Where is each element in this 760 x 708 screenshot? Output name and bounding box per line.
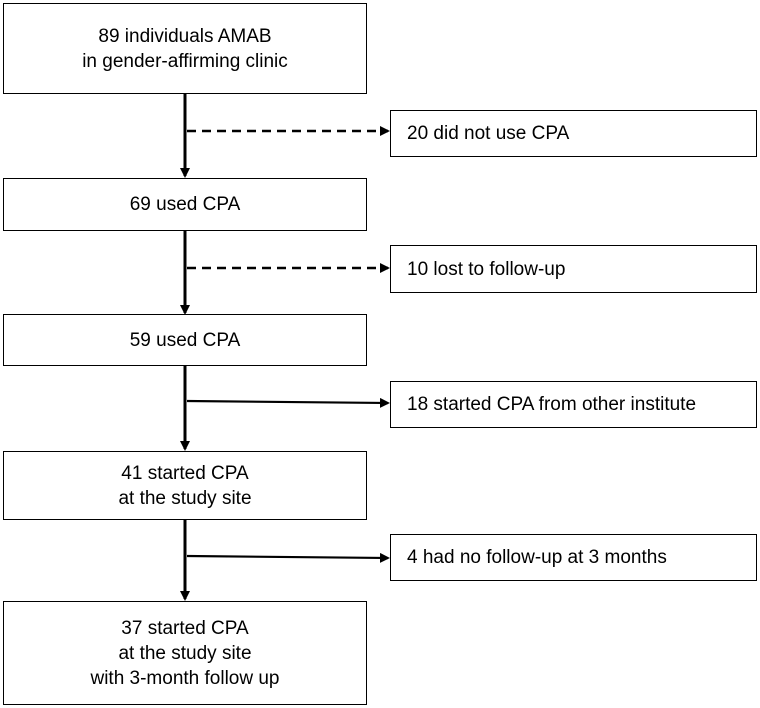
box-used-cpa-59: 59 used CPA [3,314,367,366]
box-final-cohort-line-1: 37 started CPA [121,617,249,639]
box-used-cpa-69-line-1: 69 used CPA [129,194,241,215]
box-final-cohort: 37 started CPA at the study site with 3-… [3,601,367,705]
box-final-cohort-line-3: with 3-month follow up [90,667,280,689]
exclusion-box-lost-follow-up: 10 lost to follow-up [390,245,757,293]
exclusion-box-no-3-month-text: 4 had no follow-up at 3 months [407,547,667,568]
box-final-cohort-line-2: at the study site [118,642,252,664]
exclusion-box-lost-follow-up-text: 10 lost to follow-up [407,258,566,280]
exclusion-box-no-3-month: 4 had no follow-up at 3 months [390,534,757,581]
box-enrolled-line-1: 89 individuals AMAB [98,25,272,47]
exclusion-box-other-institute-text: 18 started CPA from other institute [407,394,697,415]
exclusion-arrow-4 [186,552,390,563]
exclusion-arrow-3 [186,397,390,408]
exclusion-box-no-cpa: 20 did not use CPA [390,110,757,157]
box-started-study-site-line-2: at the study site [118,487,252,509]
box-started-study-site-line-1: 41 started CPA [121,462,249,484]
exclusion-box-no-cpa-text: 20 did not use CPA [407,123,570,144]
box-enrolled: 89 individuals AMAB in gender-affirming … [3,3,367,94]
box-used-cpa-59-line-1: 59 used CPA [129,329,241,351]
box-started-study-site: 41 started CPA at the study site [3,451,367,520]
exclusion-box-other-institute: 18 started CPA from other institute [390,381,757,428]
box-used-cpa-69: 69 used CPA [3,178,367,231]
box-enrolled-line-2: in gender-affirming clinic [82,50,288,72]
